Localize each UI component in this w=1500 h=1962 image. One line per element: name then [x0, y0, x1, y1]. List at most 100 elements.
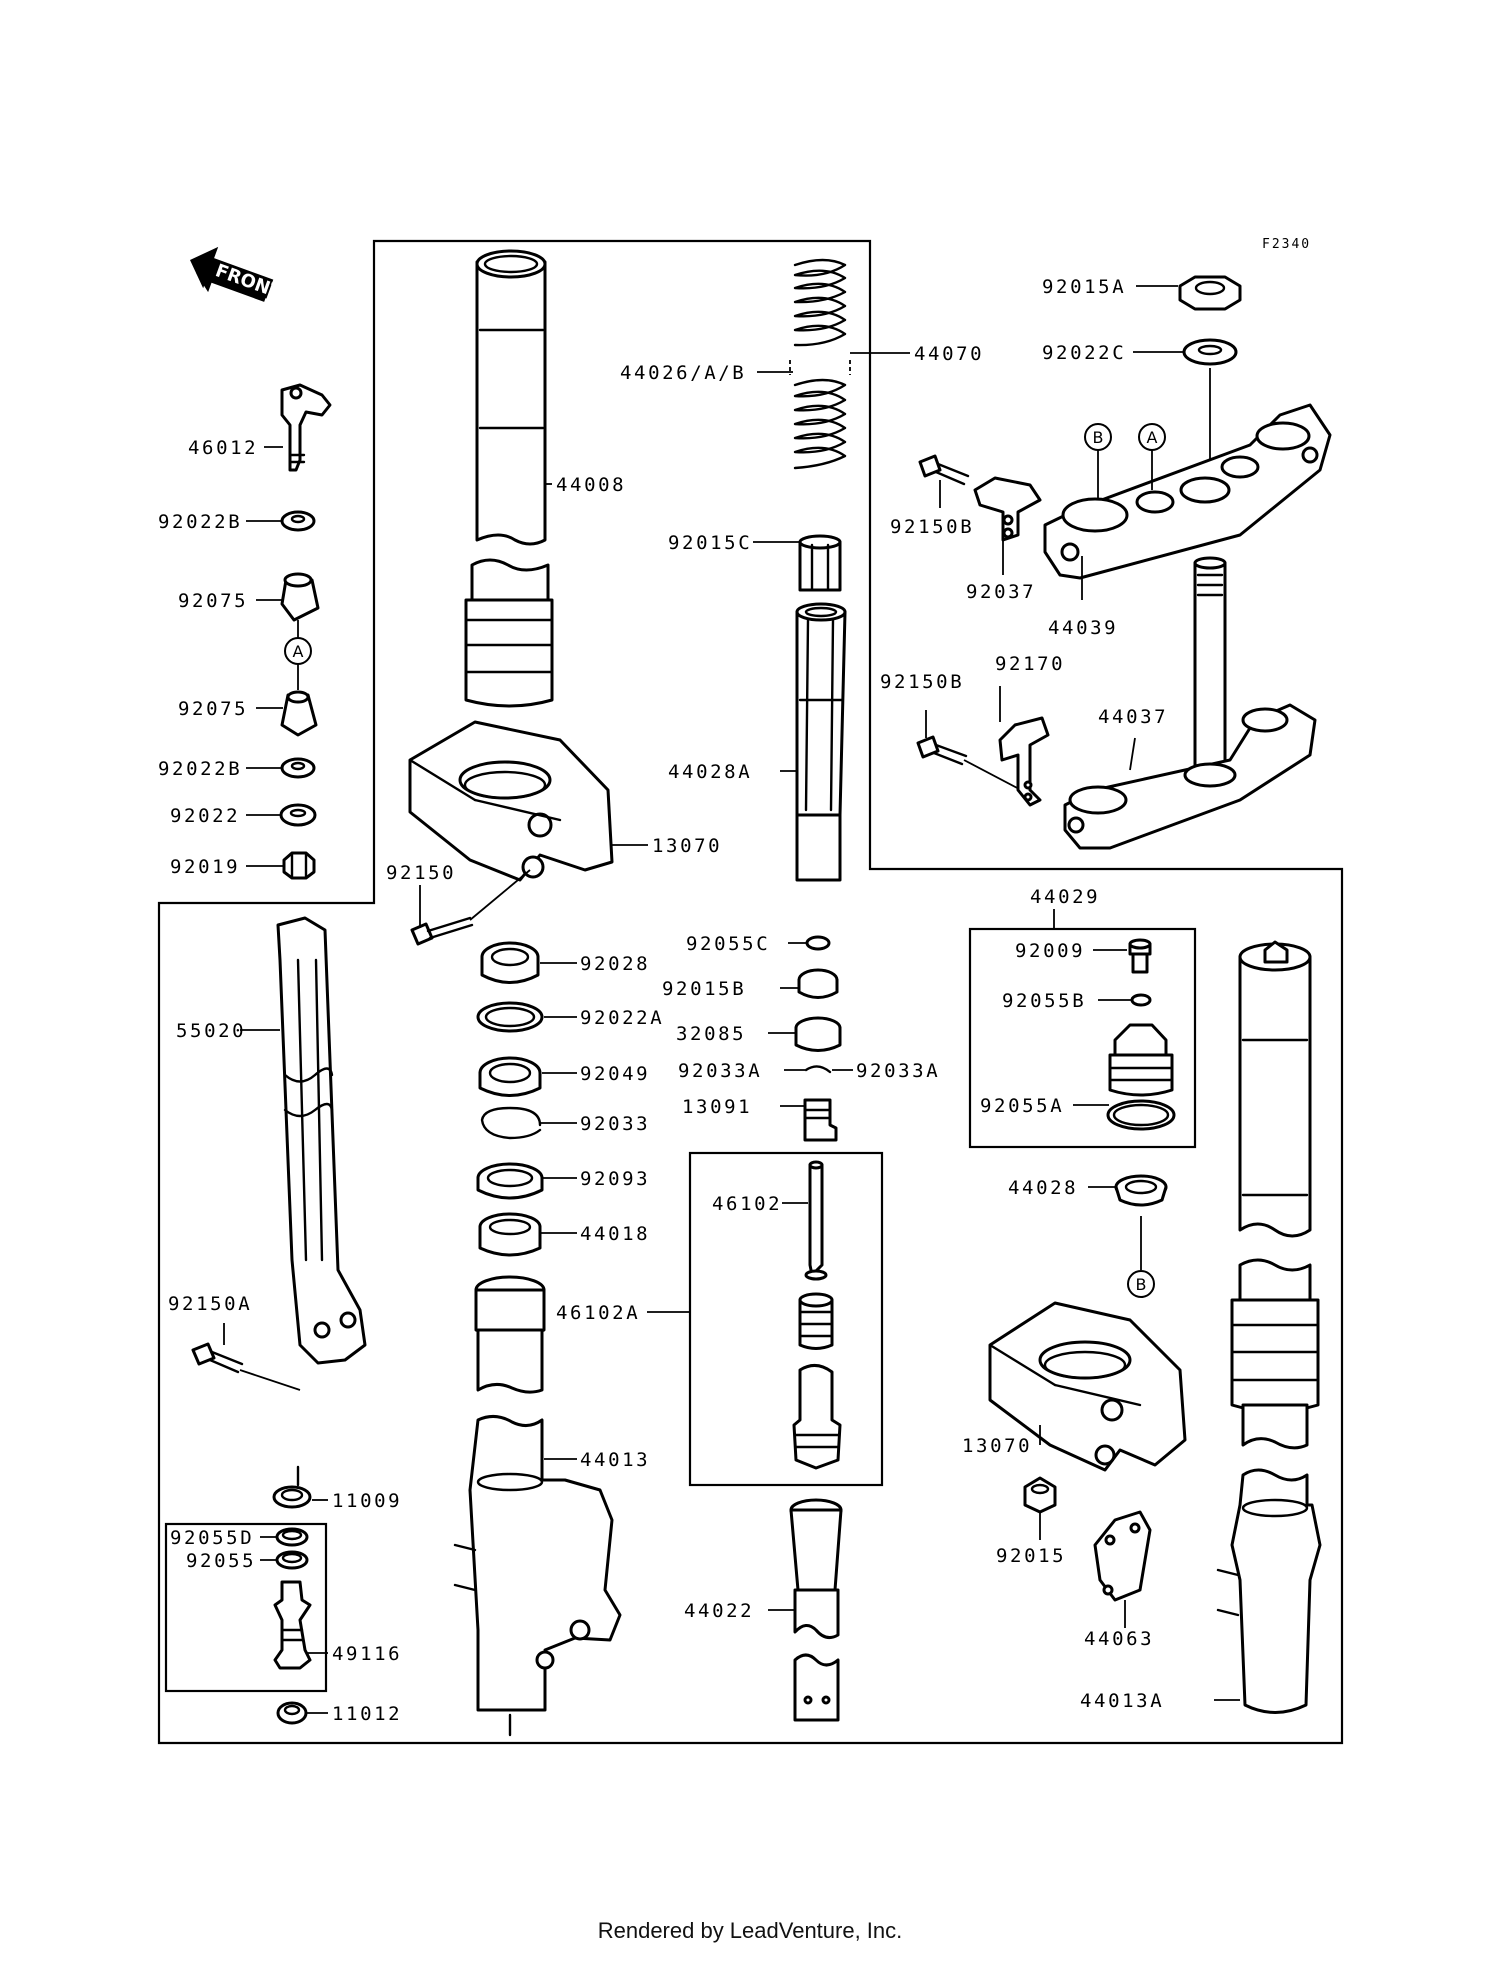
rubber-92075-bottom — [280, 690, 318, 737]
label-92150: 92150 — [386, 862, 456, 884]
label-92055B: 92055B — [1002, 990, 1086, 1012]
label-44022: 44022 — [684, 1600, 754, 1622]
washer-92022B-bottom — [280, 757, 316, 779]
clamp-13070-right — [988, 1301, 1187, 1472]
label-49116: 49116 — [332, 1643, 402, 1665]
label-44037: 44037 — [1098, 706, 1168, 728]
label-92022B-bottom: 92022B — [158, 758, 242, 780]
label-13070-right: 13070 — [962, 1435, 1032, 1457]
label-92022A: 92022A — [580, 1007, 664, 1029]
bleed-screw-46012 — [280, 383, 332, 472]
label-92055C: 92055C — [686, 933, 770, 955]
label-92049: 92049 — [580, 1063, 650, 1085]
fork-tube-right — [1216, 940, 1322, 1714]
label-13070-left: 13070 — [652, 835, 722, 857]
leader-lines — [223, 285, 1240, 1714]
label-92055: 92055 — [186, 1550, 256, 1572]
label-92022C: 92022C — [1042, 342, 1126, 364]
damper-46102A — [792, 1292, 842, 1470]
rod-44028A — [795, 602, 847, 882]
bolt-92150 — [410, 869, 531, 946]
label-44029: 44029 — [1030, 886, 1100, 908]
upper-clamp-44039 — [1043, 403, 1332, 580]
label-44039: 44039 — [1048, 617, 1118, 639]
label-46102: 46102 — [712, 1193, 782, 1215]
label-92009: 92009 — [1015, 940, 1085, 962]
inner-tube-44008 — [464, 249, 554, 708]
label-44008: 44008 — [556, 474, 626, 496]
holder-44063 — [1093, 1510, 1152, 1602]
label-92075-bottom: 92075 — [178, 698, 248, 720]
callout-B-right — [1127, 1270, 1155, 1298]
callout-A-left-text: A — [293, 642, 304, 661]
washer-92022 — [279, 803, 317, 827]
label-11009: 11009 — [332, 1490, 402, 1512]
lower-clamp-44037 — [1063, 556, 1317, 850]
spring-44026 — [789, 258, 851, 470]
label-92150B-top: 92150B — [890, 516, 974, 538]
label-92093: 92093 — [580, 1168, 650, 1190]
label-92028: 92028 — [580, 953, 650, 975]
seal-44028 — [1114, 1174, 1168, 1207]
bracket-92170 — [998, 716, 1050, 807]
label-92033A-left: 92033A — [678, 1060, 762, 1082]
label-32085: 32085 — [676, 1023, 746, 1045]
label-13091: 13091 — [682, 1096, 752, 1118]
label-92075-top: 92075 — [178, 590, 248, 612]
label-92170: 92170 — [995, 653, 1065, 675]
label-92150A: 92150A — [168, 1293, 252, 1315]
label-44063: 44063 — [1084, 1628, 1154, 1650]
clamp-13070-left — [408, 720, 614, 882]
nut-92015A — [1178, 275, 1242, 311]
label-92015A: 92015A — [1042, 276, 1126, 298]
nut-92015 — [1023, 1476, 1057, 1514]
callout-B-right-text: B — [1136, 1275, 1147, 1294]
label-92150B-bottom: 92150B — [880, 671, 964, 693]
bolt-92150A — [191, 1342, 301, 1391]
label-44018: 44018 — [580, 1223, 650, 1245]
figure-id: F2340 — [1262, 237, 1311, 252]
small-parts-middle — [794, 935, 842, 1142]
label-92015C: 92015C — [668, 532, 752, 554]
bracket-92037 — [973, 476, 1042, 542]
label-44013: 44013 — [580, 1449, 650, 1471]
cylinder-44022 — [789, 1498, 843, 1722]
nut-92015C — [798, 534, 842, 592]
bolt-92150B-bottom — [916, 735, 1041, 801]
label-55020: 55020 — [176, 1020, 246, 1042]
bottom-left-parts — [272, 1465, 312, 1725]
rubber-92075-top — [280, 572, 320, 622]
outer-tube-44013 — [453, 1275, 622, 1737]
callout-A-top-text: A — [1147, 428, 1158, 447]
seal-stack — [476, 941, 544, 1257]
bolt-92150B-top — [918, 454, 970, 486]
washer-92022C — [1182, 338, 1238, 366]
label-11012: 11012 — [332, 1703, 402, 1725]
nut-92019 — [282, 851, 316, 880]
assembly-frames — [157, 239, 1344, 1745]
label-92033: 92033 — [580, 1113, 650, 1135]
label-92055A: 92055A — [980, 1095, 1064, 1117]
label-92019: 92019 — [170, 856, 240, 878]
cap-assembly-44029 — [1106, 938, 1176, 1131]
label-44028: 44028 — [1008, 1177, 1078, 1199]
label-44013A: 44013A — [1080, 1690, 1164, 1712]
label-44070: 44070 — [914, 343, 984, 365]
label-46102A: 46102A — [556, 1302, 640, 1324]
washer-92022B-top — [280, 510, 316, 532]
front-label: FRONT — [213, 260, 286, 304]
callout-B-top-text: B — [1093, 428, 1104, 447]
part-labels: 46012 92022B 92075 92075 92022B 92022 92… — [158, 276, 1168, 1725]
label-92022: 92022 — [170, 805, 240, 827]
footer-credit: Rendered by LeadVenture, Inc. — [597, 1918, 903, 1943]
fork-guard-55020 — [276, 916, 367, 1365]
label-44026: 44026/A/B — [620, 362, 746, 384]
label-44028A: 44028A — [668, 761, 752, 783]
label-92015B: 92015B — [662, 978, 746, 1000]
label-92022B-top: 92022B — [158, 511, 242, 533]
label-92033A-right: 92033A — [856, 1060, 940, 1082]
label-46012: 46012 — [188, 437, 258, 459]
front-arrow-icon: FRONT — [190, 246, 286, 304]
label-92037: 92037 — [966, 581, 1036, 603]
